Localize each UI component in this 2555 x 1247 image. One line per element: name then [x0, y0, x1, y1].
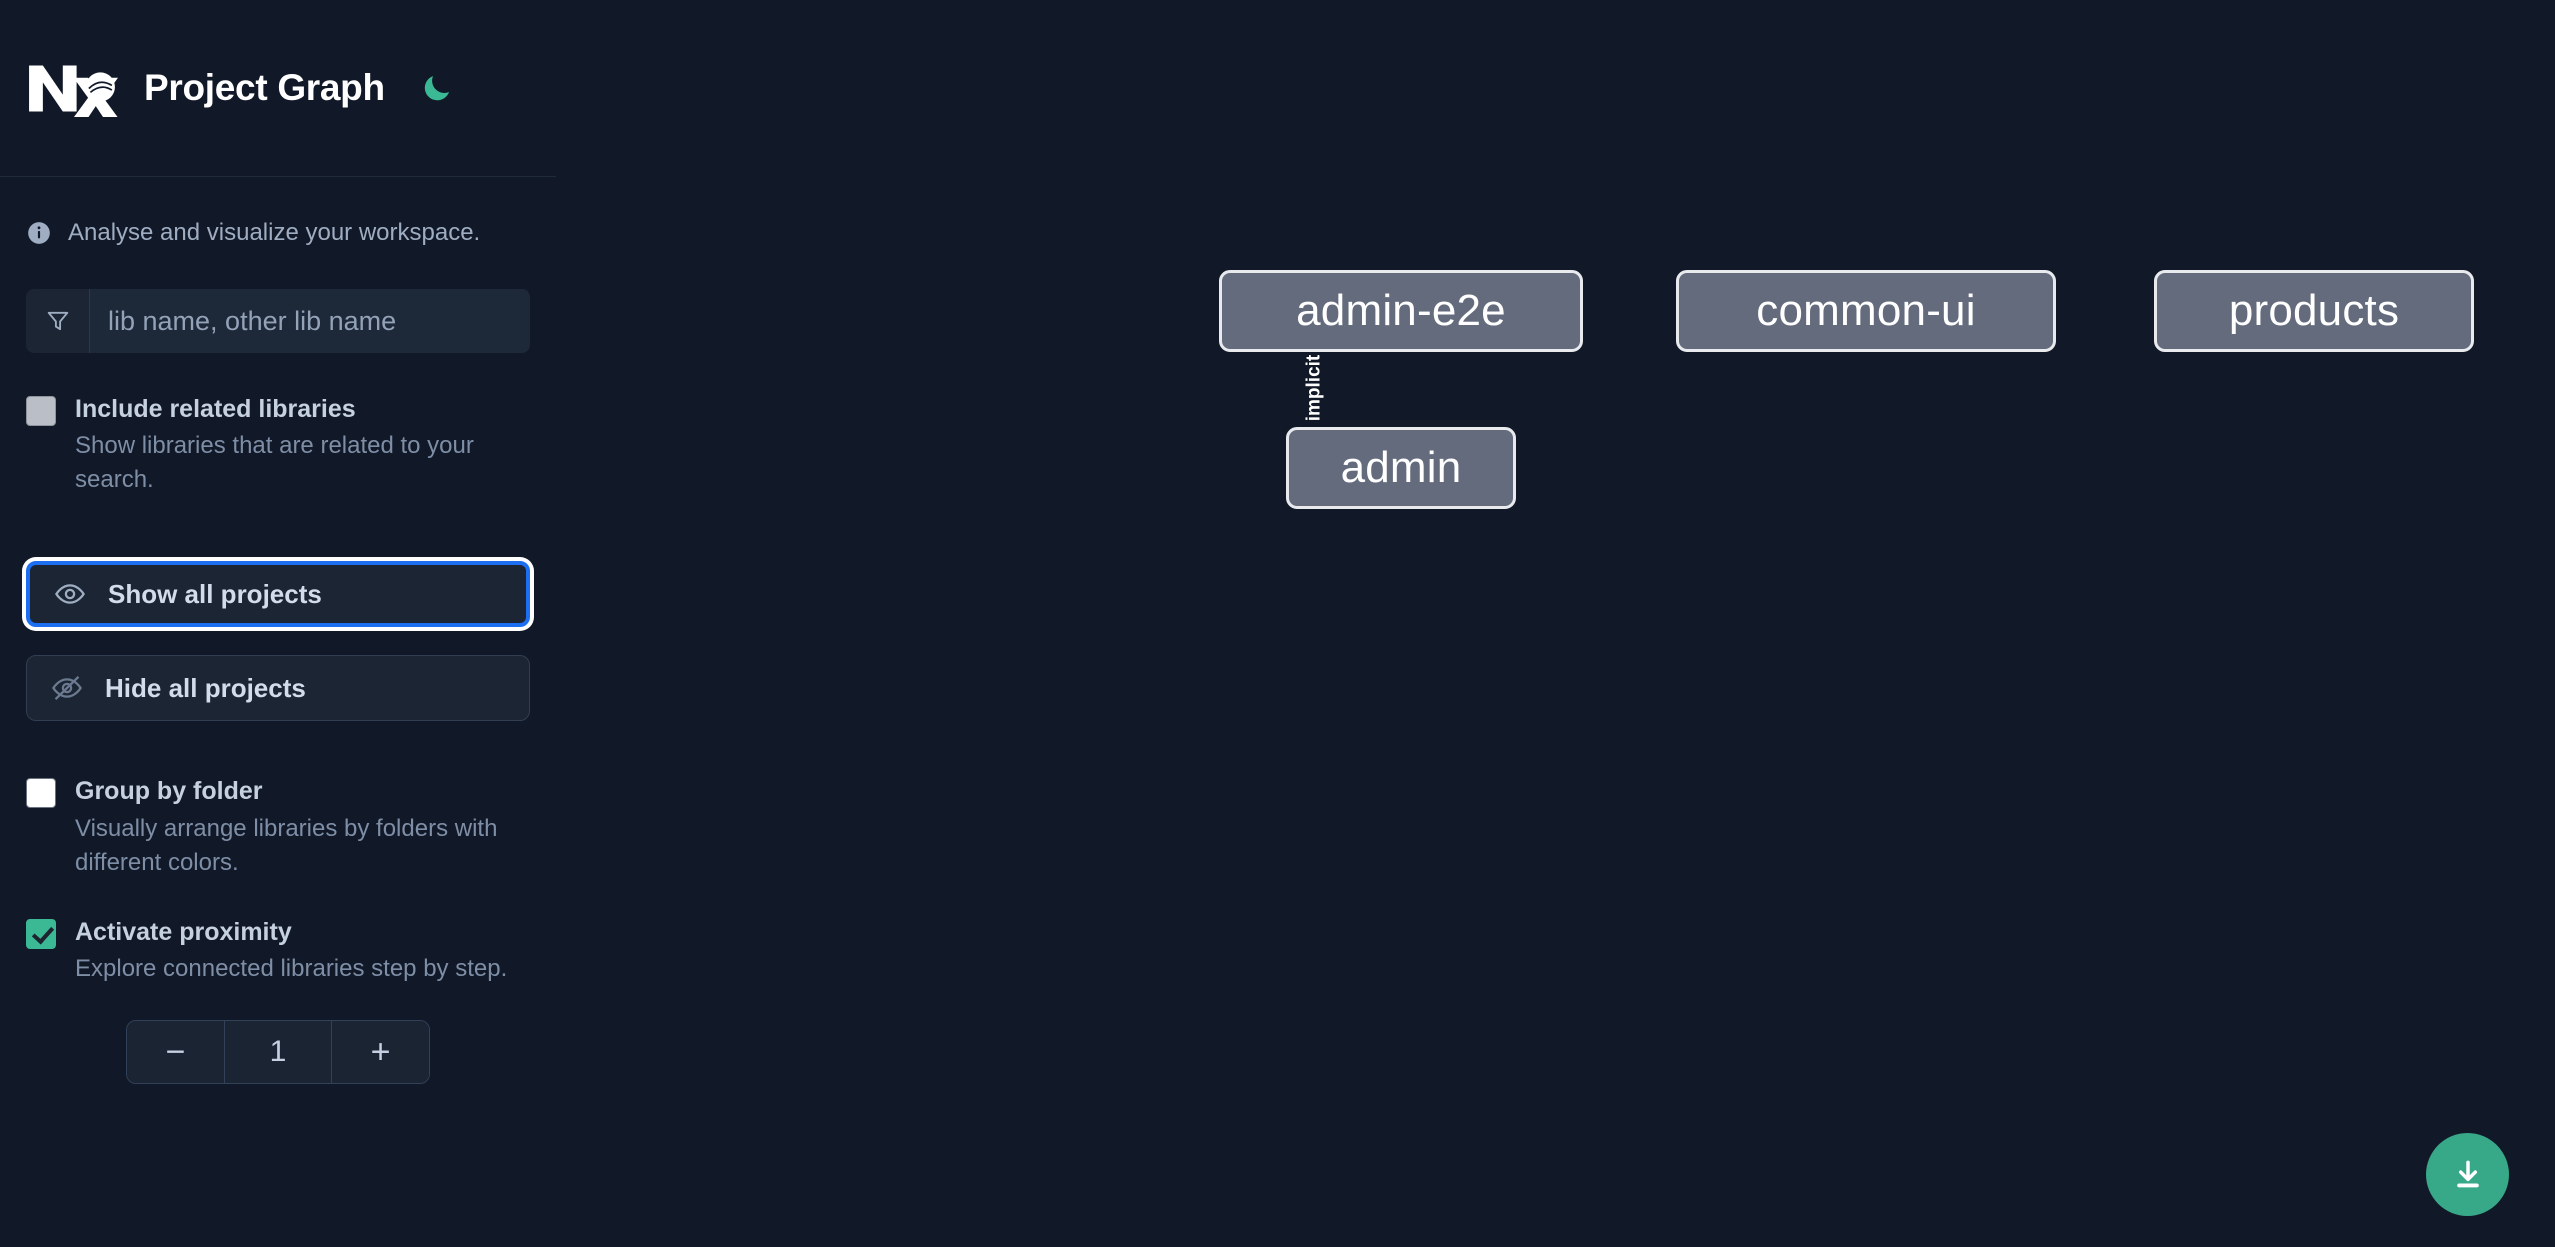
sidebar-header: Project Graph [0, 0, 556, 177]
group-by-folder-label: Group by folder [75, 777, 263, 806]
eye-icon [54, 578, 86, 610]
moon-icon[interactable] [415, 66, 459, 110]
include-related-libraries-label: Include related libraries [75, 395, 356, 423]
graph-node-label: admin-e2e [1296, 286, 1506, 335]
nx-logo-icon [26, 60, 118, 118]
sidebar: Project Graph Analyse and visualize your… [0, 0, 556, 1247]
workspace-info-text: Analyse and visualize your workspace. [68, 219, 481, 246]
search-box[interactable] [26, 289, 530, 353]
download-graph-button[interactable] [2426, 1133, 2509, 1216]
graph-layer: admin-e2ecommon-uiproductsstore-e2eadmin… [556, 0, 2555, 1247]
graph-node-common-ui[interactable]: common-ui [1676, 270, 2056, 352]
show-all-projects-button[interactable]: Show all projects [26, 561, 530, 628]
graph-node-label: admin [1340, 443, 1462, 492]
group-by-folder-checkbox[interactable] [26, 778, 56, 809]
spacer [26, 743, 530, 773]
option-include-related-libraries[interactable]: Include related libraries Show libraries… [26, 391, 530, 497]
eye-off-icon [51, 672, 83, 704]
hide-all-projects-button[interactable]: Hide all projects [26, 655, 530, 722]
proximity-stepper[interactable]: − 1 + [126, 1020, 430, 1085]
graph-node-products[interactable]: products [2154, 270, 2474, 352]
spacer [26, 531, 530, 561]
include-related-libraries-checkbox[interactable] [26, 396, 56, 426]
workspace-info: Analyse and visualize your workspace. [0, 177, 556, 289]
graph-canvas[interactable]: admin-e2ecommon-uiproductsstore-e2eadmin… [556, 0, 2555, 1247]
search-input[interactable] [90, 289, 530, 353]
option-activate-proximity[interactable]: Activate proximity Explore connected lib… [26, 914, 530, 986]
proximity-value: 1 [225, 1021, 331, 1084]
graph-node-admin[interactable]: admin [1286, 427, 1516, 509]
activate-proximity-label: Activate proximity [75, 917, 292, 946]
proximity-stepper-wrap: − 1 + [26, 1020, 530, 1085]
activate-proximity-checkbox[interactable] [26, 918, 56, 949]
graph-node-admin-e2e[interactable]: admin-e2e [1219, 270, 1583, 352]
hide-all-projects-label: Hide all projects [105, 672, 306, 703]
page-title: Project Graph [144, 67, 385, 108]
proximity-increment-button[interactable]: + [331, 1021, 429, 1084]
show-all-projects-label: Show all projects [108, 578, 322, 609]
group-by-folder-description: Visually arrange libraries by folders wi… [75, 814, 498, 876]
proximity-decrement-button[interactable]: − [127, 1021, 225, 1084]
sidebar-body: Include related libraries Show libraries… [0, 289, 556, 1085]
filter-funnel-icon [26, 289, 90, 353]
option-group-by-folder[interactable]: Group by folder Visually arrange librari… [26, 773, 530, 879]
graph-node-label: common-ui [1756, 286, 1976, 335]
activate-proximity-description: Explore connected libraries step by step… [75, 955, 508, 983]
graph-node-label: products [2228, 286, 2400, 335]
info-icon [26, 220, 52, 246]
graph-edge-label: implicit [1303, 354, 1325, 421]
download-icon [2456, 1160, 2479, 1187]
graph-edges [556, 0, 856, 150]
include-related-libraries-description: Show libraries that are related to your … [75, 432, 474, 494]
